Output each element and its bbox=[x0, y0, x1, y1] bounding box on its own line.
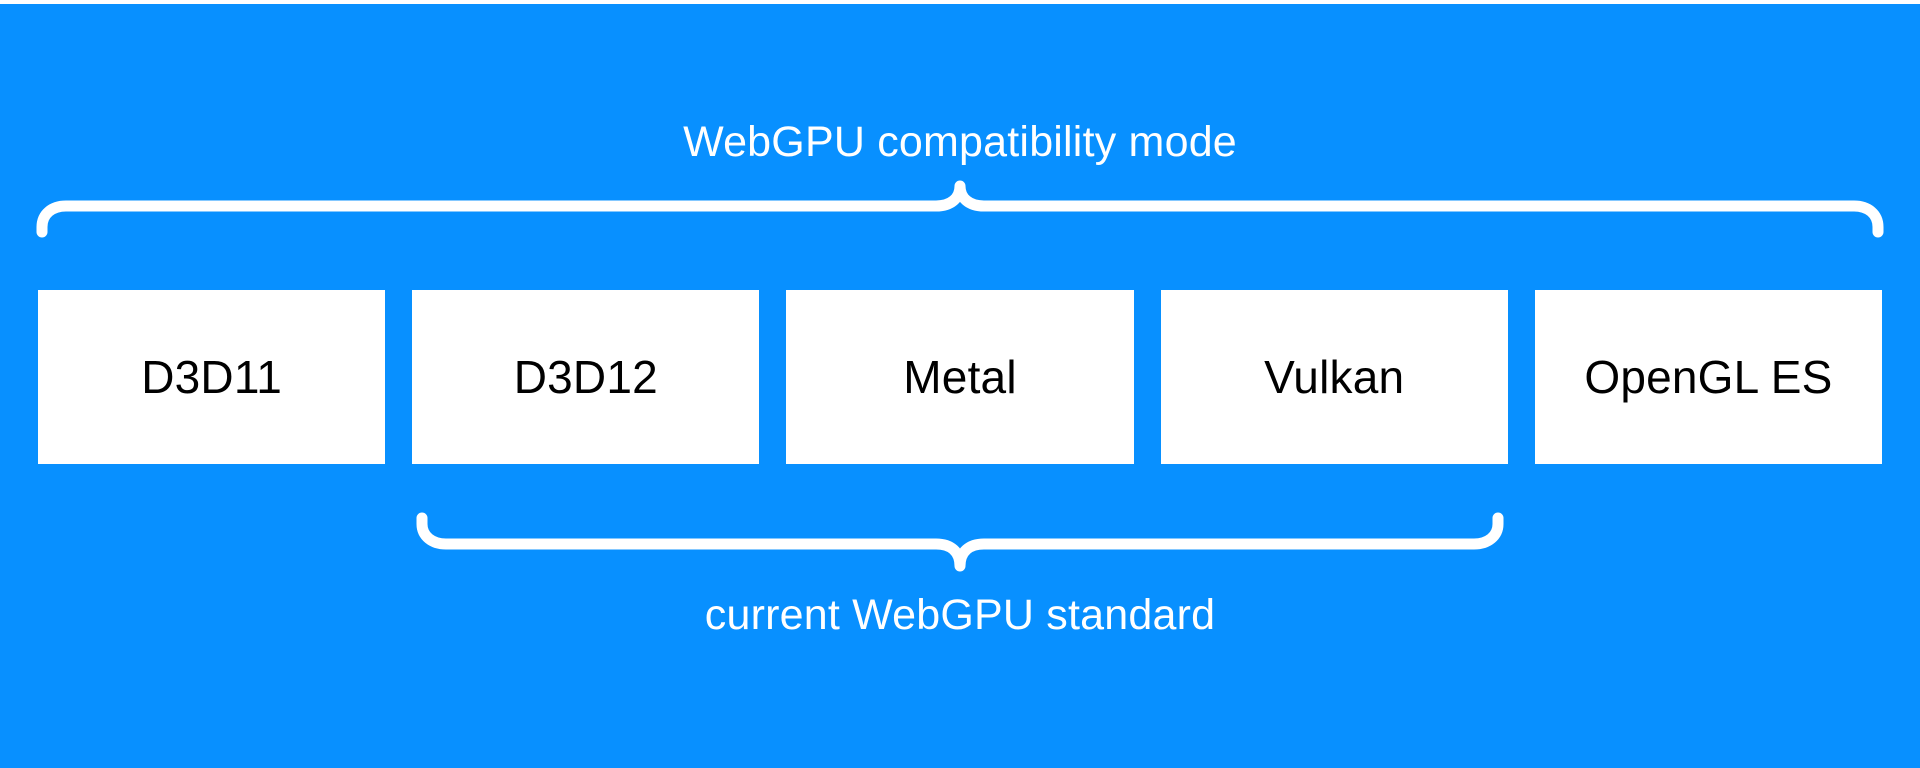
api-box-d3d12[interactable]: D3D12 bbox=[412, 290, 760, 464]
top-edge-strip bbox=[0, 0, 1920, 4]
api-box-vulkan[interactable]: Vulkan bbox=[1160, 290, 1508, 464]
api-box-label: D3D12 bbox=[513, 351, 658, 403]
api-box-row: D3D11 D3D12 Metal Vulkan OpenGL ES bbox=[38, 290, 1883, 464]
top-brace-label: WebGPU compatibility mode bbox=[683, 118, 1237, 166]
api-box-label: Vulkan bbox=[1264, 351, 1405, 403]
api-box-label: Metal bbox=[903, 351, 1017, 403]
api-box-label: OpenGL ES bbox=[1584, 351, 1833, 403]
bottom-brace-label: current WebGPU standard bbox=[704, 591, 1216, 639]
api-box-label: D3D11 bbox=[141, 351, 282, 403]
top-brace-icon bbox=[36, 180, 1884, 238]
api-box-d3d11[interactable]: D3D11 bbox=[38, 290, 386, 464]
api-box-opengl-es[interactable]: OpenGL ES bbox=[1534, 290, 1883, 464]
bottom-brace-icon bbox=[416, 512, 1504, 572]
api-box-metal[interactable]: Metal bbox=[786, 290, 1134, 464]
